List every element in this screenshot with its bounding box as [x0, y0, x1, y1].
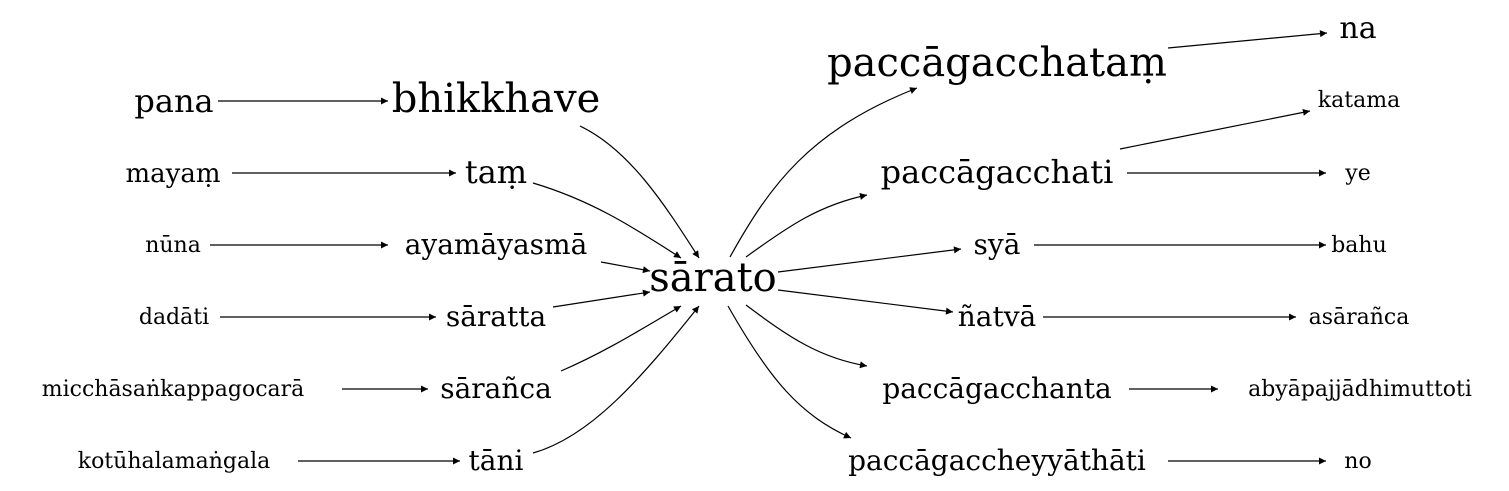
node-left-source: kotūhalamaṅgala: [78, 449, 271, 474]
node-right-target: asārañca: [1309, 305, 1410, 330]
node-right-mid: syā: [974, 228, 1021, 261]
edge-bhikkhave-sarato: [579, 125, 700, 259]
node-left-mid: ayamāyasmā: [405, 228, 588, 261]
node-right-mid: paccāgacchati: [881, 153, 1114, 191]
node-left-mid: bhikkhave: [392, 76, 601, 122]
edge-sarato-paccagacchati: [745, 193, 868, 258]
node-right-target: no: [1344, 449, 1371, 474]
node-left-source: micchāsaṅkappagocarā: [42, 377, 305, 402]
node-right-mid: paccāgacchataṃ: [827, 40, 1167, 86]
node-left-source: nūna: [145, 233, 201, 258]
edge-sarato-paccagacchanta: [745, 304, 868, 369]
node-right-target: ye: [1344, 161, 1370, 186]
node-right-target: bahu: [1331, 233, 1387, 258]
edge-ayamayasma-sarato: [600, 261, 651, 274]
node-left-mid: taṃ: [465, 153, 527, 191]
nodes-group: sārato pana mayaṃ nūna dadāti micchāsaṅk…: [42, 11, 1472, 477]
node-left-source: dadāti: [139, 305, 209, 330]
node-right-target: na: [1339, 11, 1376, 46]
edge-sarato-paccagacchatam: [729, 87, 918, 258]
edge-saranca-sarato: [560, 305, 682, 372]
edge-paccagacchatam-na: [1167, 30, 1328, 49]
node-left-mid: sārañca: [440, 372, 552, 405]
edge-sarato-natva: [777, 289, 954, 315]
node-left-mid: tāni: [469, 444, 524, 477]
node-left-mid: sāratta: [446, 300, 546, 333]
node-right-mid: paccāgacchanta: [882, 372, 1111, 405]
edge-sarato-paccagaccheyyathati: [727, 305, 852, 439]
node-right-target: katama: [1318, 88, 1400, 113]
node-right-mid: ñatvā: [958, 300, 1037, 333]
edge-sarato-sya: [777, 246, 962, 273]
edge-tani-sarato: [532, 305, 700, 454]
node-right-target: abyāpajjādhimuttoti: [1248, 377, 1472, 402]
node-center: sārato: [649, 255, 777, 301]
node-left-source: pana: [134, 82, 213, 120]
node-left-source: mayaṃ: [126, 159, 221, 189]
edges-group: [210, 30, 1328, 465]
edge-paccagacchati-katama: [1119, 108, 1311, 150]
edge-tam-sarato: [532, 182, 682, 259]
node-right-mid: paccāgaccheyyāthāti: [848, 444, 1146, 477]
edge-saratta-sarato: [552, 289, 651, 308]
